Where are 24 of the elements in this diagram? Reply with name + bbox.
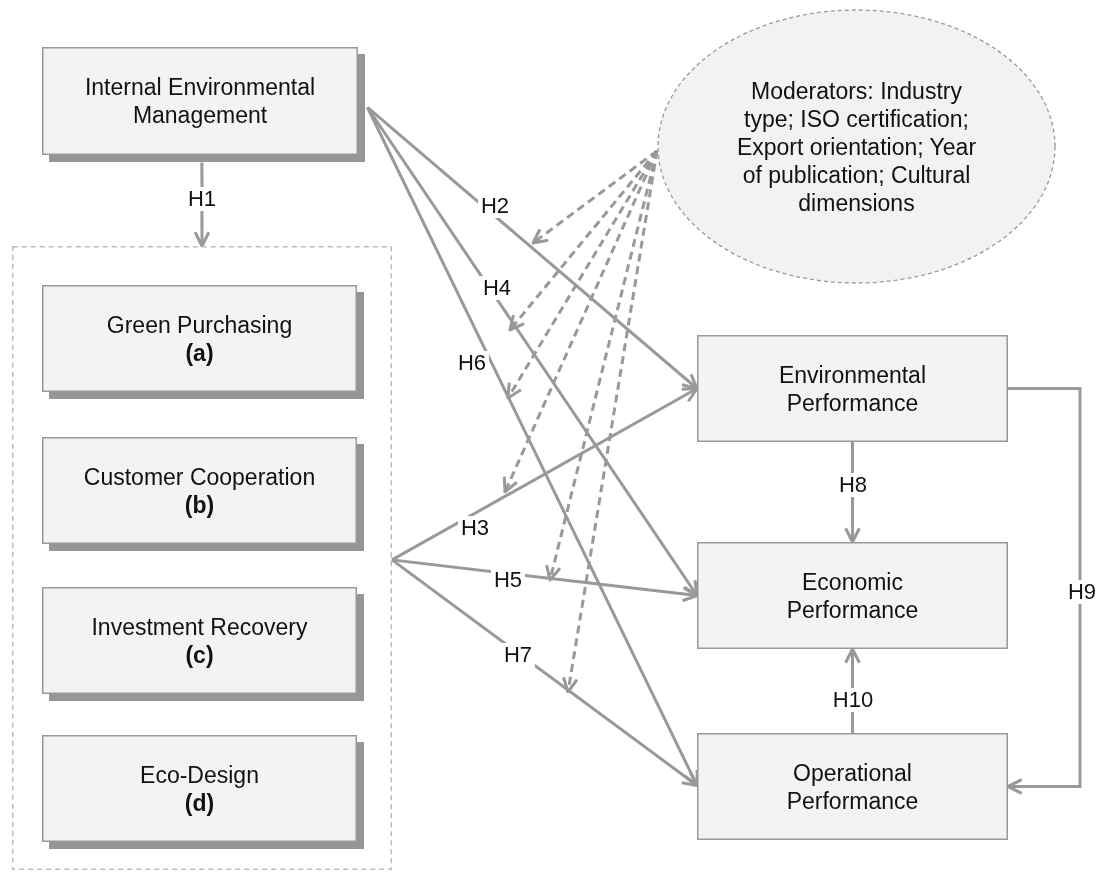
item-letter: (c) xyxy=(185,640,214,669)
construct-label: Customer Cooperation xyxy=(83,462,316,491)
construct-label: Eco-Design xyxy=(140,760,259,789)
dashed-group-box xyxy=(12,246,392,870)
construct-box xyxy=(42,437,364,551)
construct-box xyxy=(697,733,1008,840)
construct-label: Environmental Performance xyxy=(778,360,927,417)
construct-box xyxy=(697,542,1008,649)
construct-box xyxy=(42,735,364,849)
construct-box xyxy=(42,587,364,701)
construct-box xyxy=(42,285,364,399)
construct-label: Economic Performance xyxy=(785,567,920,624)
construct-box xyxy=(697,335,1008,442)
edge-label: H7 xyxy=(500,643,536,667)
item-letter: (b) xyxy=(184,490,215,519)
item-letter: (a) xyxy=(185,338,214,367)
moderator-ellipse xyxy=(657,9,1056,284)
construct-label: Green Purchasing xyxy=(106,310,293,339)
construct-box xyxy=(42,47,365,162)
construct-label: Moderators: Industry type; ISO certification; Export orientation; Year of publication; Cultural dimensions xyxy=(735,76,978,217)
item-letter: (d) xyxy=(184,788,215,817)
construct-label: Operational Performance xyxy=(785,758,920,815)
construct-label: Investment Recovery xyxy=(91,612,308,641)
construct-label: Internal Environmental Management xyxy=(83,73,317,129)
